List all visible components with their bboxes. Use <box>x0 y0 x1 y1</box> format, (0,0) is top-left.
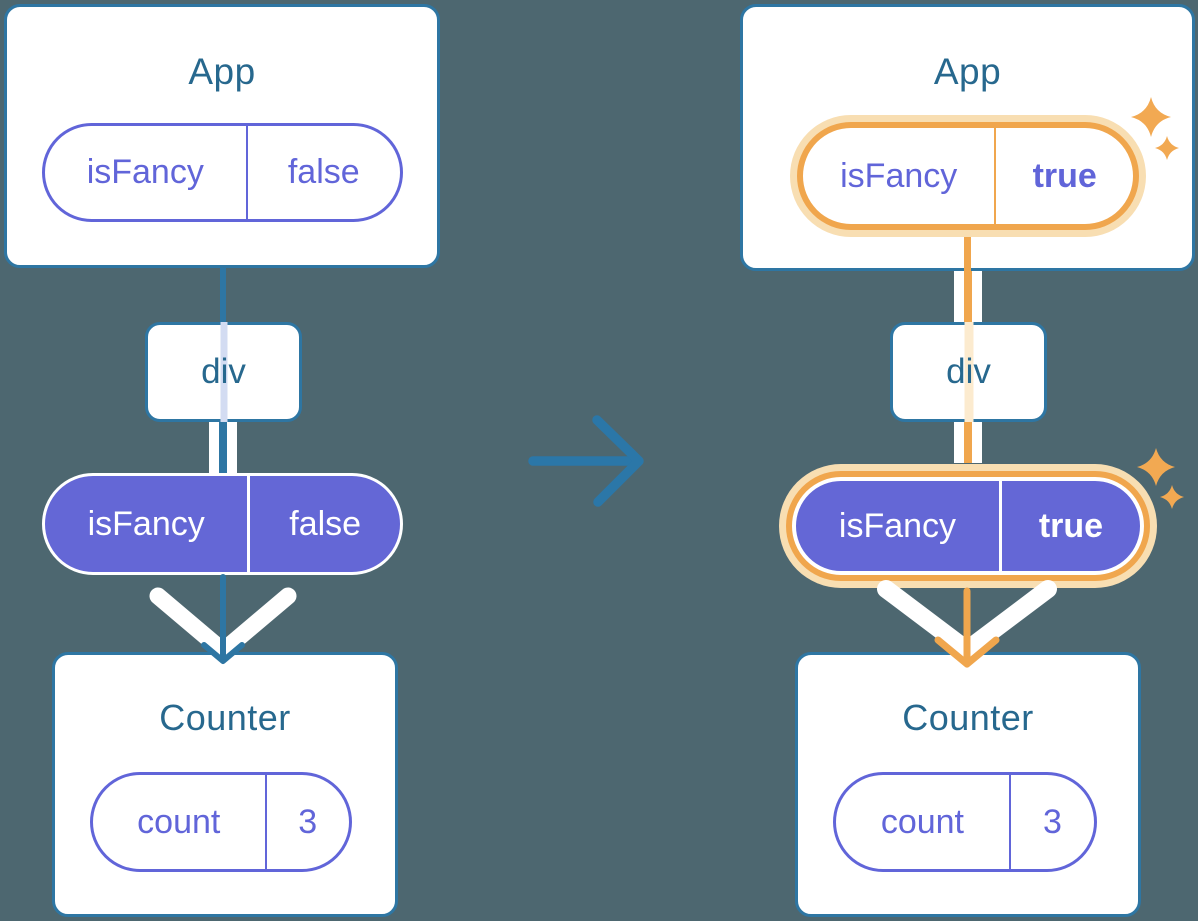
pill-divider <box>1008 775 1011 869</box>
state-value-label: 3 <box>1042 802 1062 841</box>
prop-value-label: true <box>1032 156 1097 195</box>
after-app-prop-pill: isFancy true <box>797 122 1139 230</box>
pipe-white-right <box>227 420 237 475</box>
pill-divider <box>247 476 251 572</box>
pipe-core-blue <box>219 420 227 475</box>
prop-value-label: false <box>289 504 362 543</box>
white-chevron <box>877 580 1057 659</box>
after-passed-prop-pill: isFancy true <box>792 477 1144 575</box>
after-edge-app-incard <box>964 234 971 271</box>
sparkles-bottom <box>1137 448 1184 509</box>
arrow-right-icon <box>528 415 644 507</box>
after-app-title: App <box>933 51 1002 92</box>
before-props-pipe <box>209 420 237 475</box>
before-app-prop-pill: isFancy false <box>42 123 403 222</box>
pill-divider <box>264 775 267 869</box>
before-counter-state-pill: count 3 <box>90 772 352 872</box>
prop-name-label: isFancy <box>87 504 205 543</box>
before-div-label: div <box>201 352 246 391</box>
pill-divider <box>245 126 248 219</box>
after-div-pipe-stripe <box>964 322 973 422</box>
prop-name-label: isFancy <box>838 506 957 545</box>
before-app-title: App <box>188 51 256 92</box>
after-counter-title: Counter <box>902 697 1034 738</box>
sparkle-icon <box>1137 448 1175 486</box>
state-name-label: count <box>880 802 965 841</box>
prop-name-label: isFancy <box>86 153 204 191</box>
prop-value-label: true <box>1038 506 1104 545</box>
before-div-box: div <box>145 322 302 422</box>
state-name-label: count <box>137 802 221 841</box>
state-value-label: 3 <box>298 802 318 841</box>
pill-divider <box>998 481 1002 571</box>
after-counter-state-pill: count 3 <box>833 772 1097 872</box>
prop-value-label: false <box>287 153 360 191</box>
before-flow-arrow <box>149 574 297 664</box>
prop-name-label: isFancy <box>840 156 958 195</box>
pipe-white-left <box>209 420 219 475</box>
before-passed-prop-pill: isFancy false <box>42 473 403 575</box>
before-div-pipe-stripe <box>220 322 227 422</box>
after-div-box: div <box>890 322 1047 422</box>
before-counter-title: Counter <box>159 697 291 738</box>
after-div-label: div <box>946 352 991 391</box>
sparkle-icon <box>1160 485 1184 509</box>
before-edge-app-to-div <box>220 266 226 324</box>
white-chevron <box>149 587 297 660</box>
pill-divider <box>994 128 997 224</box>
